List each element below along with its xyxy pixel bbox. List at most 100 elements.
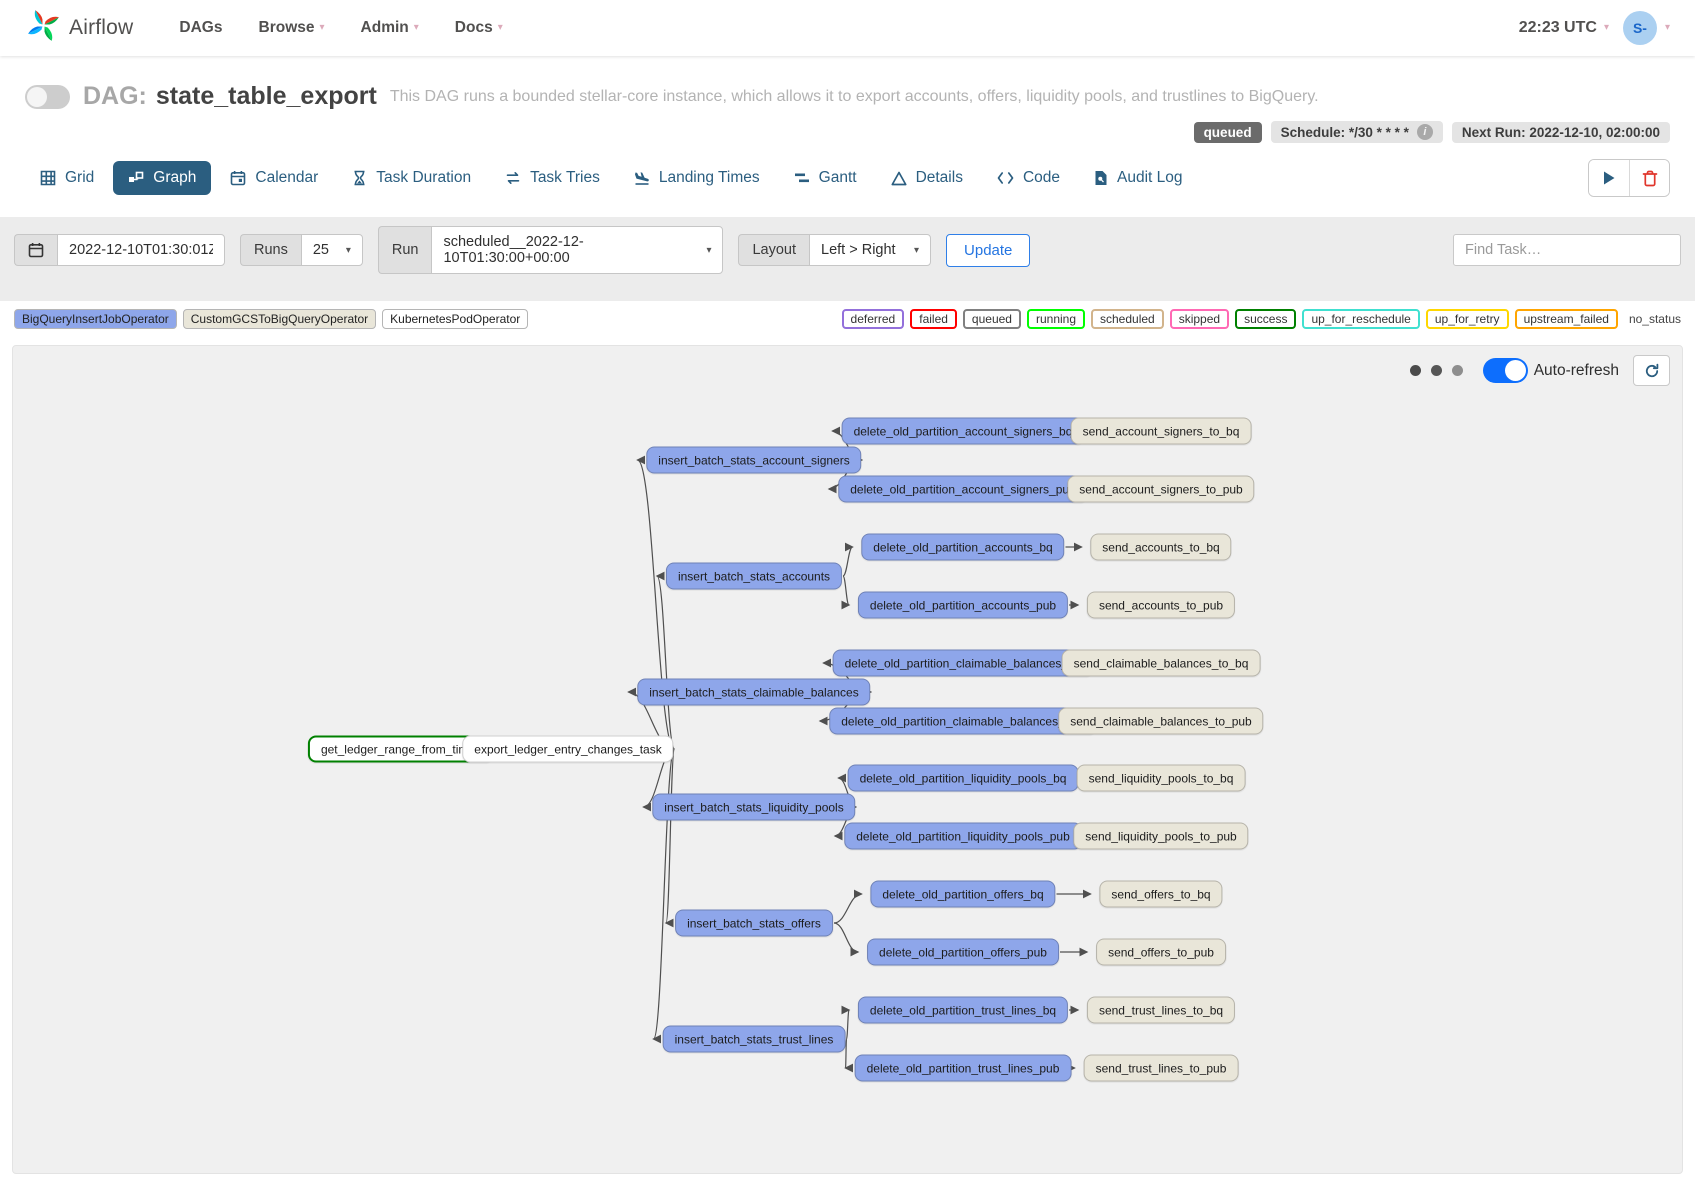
airflow-brand[interactable]: Airflow [25, 7, 133, 49]
runs-select[interactable]: 25▾ [300, 234, 363, 266]
run-select[interactable]: scheduled__2022-12-10T01:30:00+00:00▾ [431, 226, 724, 274]
task-node-dop_tl_bq[interactable]: delete_old_partition_trust_lines_bq [857, 996, 1069, 1024]
operator-badge[interactable]: BigQueryInsertJobOperator [14, 309, 177, 329]
layout-group: Layout Left > Right▾ [738, 234, 932, 266]
auto-refresh-toggle[interactable] [1482, 358, 1528, 383]
avatar: S- [1622, 11, 1657, 45]
chevron-down-icon: ▾ [345, 244, 351, 256]
nav-item-dags[interactable]: DAGs [179, 19, 223, 36]
task-node-dop_a_bq[interactable]: delete_old_partition_accounts_bq [861, 533, 1065, 561]
task-node-ibs_a[interactable]: insert_batch_stats_accounts [665, 562, 843, 590]
dag-edge [636, 455, 676, 750]
runs-label: Runs [240, 234, 301, 266]
calendar-picker-button[interactable] [14, 234, 57, 266]
operator-badge[interactable]: KubernetesPodOperator [382, 309, 529, 329]
state-badge-failed[interactable]: failed [910, 309, 957, 329]
user-menu[interactable]: S- ▾ [1622, 11, 1670, 45]
operator-badge[interactable]: CustomGCSToBigQueryOperator [182, 309, 377, 329]
task-node-s_tl_bq[interactable]: send_trust_lines_to_bq [1086, 996, 1236, 1024]
task-node-s_as_pub[interactable]: send_account_signers_to_pub [1067, 475, 1255, 503]
layout-label: Layout [738, 234, 810, 266]
tab-calendar[interactable]: Calendar [215, 161, 333, 195]
task-node-s_a_pub[interactable]: send_accounts_to_pub [1086, 591, 1236, 619]
chevron-down-icon: ▾ [319, 22, 325, 33]
state-badge-up_for_retry[interactable]: up_for_retry [1425, 309, 1509, 329]
task-node-ibs_tl[interactable]: insert_batch_stats_trust_lines [662, 1025, 846, 1053]
details-icon [891, 171, 907, 185]
task-node-dop_lp_pub[interactable]: delete_old_partition_liquidity_pools_pub [844, 822, 1082, 850]
chevron-down-icon: ▾ [1664, 22, 1670, 33]
tab-audit-log[interactable]: Audit Log [1079, 161, 1198, 195]
state-badge-success[interactable]: success [1235, 309, 1297, 329]
task-node-dop_as_bq[interactable]: delete_old_partition_account_signers_bq [841, 417, 1085, 445]
calendar-icon [231, 171, 246, 186]
tab-code[interactable]: Code [982, 161, 1075, 195]
dag-edge [841, 575, 851, 610]
state-badge-running[interactable]: running [1026, 309, 1085, 329]
nav-item-admin[interactable]: Admin▾ [360, 19, 419, 36]
dag-subtitle: This DAG runs a bounded stellar-core ins… [389, 87, 1319, 105]
tab-task-duration[interactable]: Task Duration [337, 161, 486, 195]
state-badge-scheduled[interactable]: scheduled [1091, 309, 1164, 329]
dag-pause-toggle[interactable] [25, 84, 70, 109]
task-node-elect[interactable]: export_ledger_entry_changes_task [462, 735, 674, 763]
task-node-dop_as_pub[interactable]: delete_old_partition_account_signers_pub [838, 475, 1088, 503]
view-tabs: Grid Graph Calendar Task Duration Task T… [0, 143, 1695, 197]
task-node-dop_tl_pub[interactable]: delete_old_partition_trust_lines_pub [854, 1054, 1072, 1082]
tab-gantt[interactable]: Gantt [779, 161, 872, 195]
state-badge-queued[interactable]: queued [962, 309, 1021, 329]
layout-select[interactable]: Left > Right▾ [809, 234, 932, 266]
task-node-dop_lp_bq[interactable]: delete_old_partition_liquidity_pools_bq [847, 764, 1079, 792]
dag-edge [842, 542, 854, 577]
update-button[interactable]: Update [946, 233, 1031, 267]
task-node-dop_a_pub[interactable]: delete_old_partition_accounts_pub [857, 591, 1069, 619]
state-badge-deferred[interactable]: deferred [841, 309, 905, 329]
task-node-s_as_bq[interactable]: send_account_signers_to_bq [1070, 417, 1252, 445]
nav-item-docs[interactable]: Docs▾ [454, 19, 503, 36]
task-node-ibs_o[interactable]: insert_batch_stats_offers [675, 909, 833, 937]
dag-edge [664, 748, 676, 928]
task-node-s_o_pub[interactable]: send_offers_to_pub [1096, 938, 1226, 966]
find-task-input[interactable] [1453, 234, 1681, 266]
refresh-icon [1645, 363, 1658, 377]
dag-edge [844, 1038, 854, 1072]
task-node-dop_cb_pub[interactable]: delete_old_partition_claimable_balances_… [829, 707, 1097, 735]
task-node-s_lp_bq[interactable]: send_liquidity_pools_to_bq [1076, 764, 1246, 792]
tab-graph[interactable]: Graph [113, 161, 212, 195]
task-node-dop_cb_bq[interactable]: delete_old_partition_claimable_balances_… [832, 649, 1094, 677]
task-node-dop_o_bq[interactable]: delete_old_partition_offers_bq [870, 880, 1056, 908]
task-node-s_cb_pub[interactable]: send_claimable_balances_to_pub [1058, 707, 1264, 735]
next-run-badge: Next Run: 2022-12-10, 02:00:00 [1451, 121, 1670, 143]
tab-details[interactable]: Details [876, 161, 978, 195]
task-node-ibs_as[interactable]: insert_batch_stats_account_signers [646, 446, 862, 474]
trash-icon [1642, 170, 1657, 186]
delete-dag-button[interactable] [1629, 160, 1669, 196]
state-badge-skipped[interactable]: skipped [1169, 309, 1230, 329]
state-badge-upstream_failed[interactable]: upstream_failed [1514, 309, 1618, 329]
legend-dot-icon [1451, 365, 1463, 376]
refresh-button[interactable] [1633, 355, 1670, 386]
task-node-s_o_bq[interactable]: send_offers_to_bq [1099, 880, 1223, 908]
task-node-s_a_bq[interactable]: send_accounts_to_bq [1090, 533, 1232, 561]
task-node-dop_o_pub[interactable]: delete_old_partition_offers_pub [867, 938, 1059, 966]
dag-edge [841, 1005, 851, 1040]
nav-item-browse[interactable]: Browse▾ [258, 19, 325, 36]
task-node-ibs_lp[interactable]: insert_batch_stats_liquidity_pools [652, 793, 856, 821]
task-node-s_tl_pub[interactable]: send_trust_lines_to_pub [1083, 1054, 1239, 1082]
graph-panel: Auto-refresh get_ledger_range_from_times… [12, 345, 1683, 1174]
state-badge-up_for_reschedule[interactable]: up_for_reschedule [1302, 309, 1420, 329]
timezone-selector[interactable]: 22:23 UTC▾ [1518, 19, 1609, 36]
base-date-input[interactable] [69, 242, 213, 258]
dag-edge [833, 922, 860, 957]
tab-task-tries[interactable]: Task Tries [490, 161, 615, 195]
trigger-dag-button[interactable] [1589, 160, 1629, 196]
tab-landing-times[interactable]: Landing Times [619, 161, 775, 195]
task-node-s_lp_pub[interactable]: send_liquidity_pools_to_pub [1073, 822, 1249, 850]
task-node-ibs_cb[interactable]: insert_batch_stats_claimable_balances [637, 678, 871, 706]
task-node-s_cb_bq[interactable]: send_claimable_balances_to_bq [1061, 649, 1261, 677]
info-icon[interactable]: i [1416, 124, 1433, 140]
tab-grid[interactable]: Grid [25, 161, 109, 195]
nav-menu: DAGs Browse▾ Admin▾ Docs▾ [179, 19, 502, 37]
